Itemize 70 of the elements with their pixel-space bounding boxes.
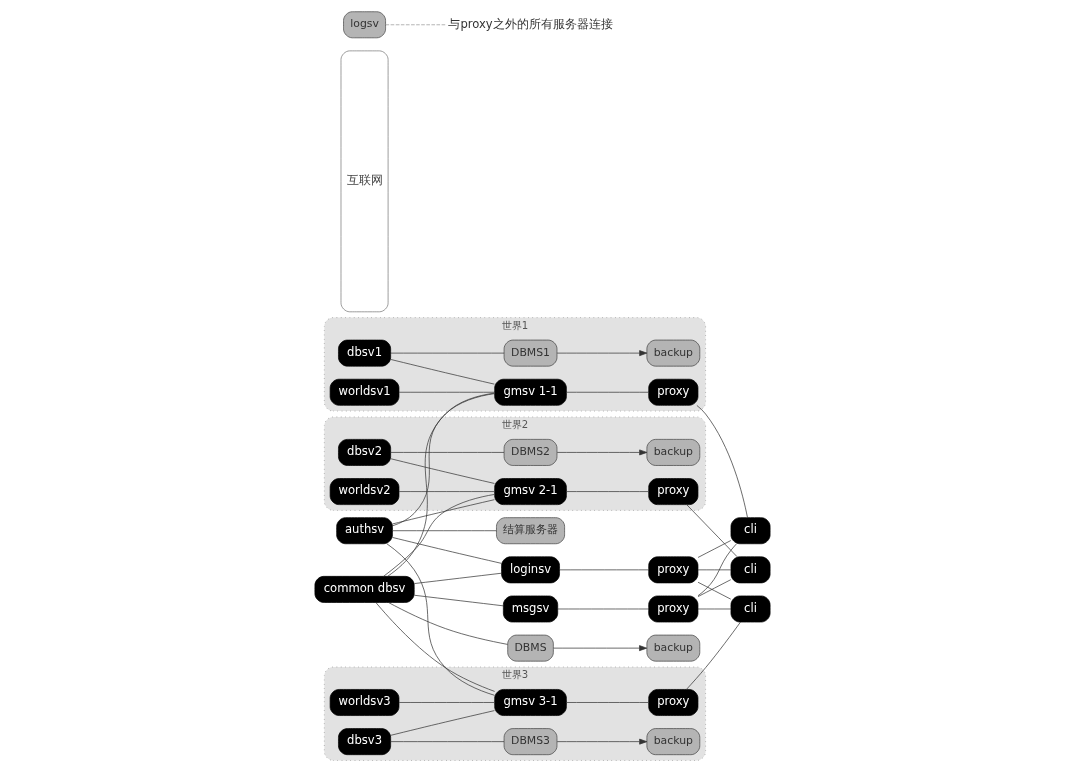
connector: [557, 608, 649, 610]
node-box: loginsv: [501, 556, 560, 584]
node-box: authsv: [336, 517, 393, 545]
node-box: 互联网: [340, 50, 389, 313]
connector: [398, 491, 495, 492]
connector: [386, 543, 495, 696]
node-box: dbsv2: [338, 439, 391, 466]
node-box: DBMS3: [503, 728, 558, 756]
connector: [414, 594, 504, 607]
node-box: dbsv1: [338, 339, 391, 367]
connector: [697, 543, 737, 597]
connector: [414, 572, 502, 584]
node-box: gmsv 3-1: [494, 689, 567, 716]
connector: [398, 391, 495, 393]
connector: [686, 504, 738, 558]
connector: [392, 499, 495, 525]
connector: [566, 391, 649, 393]
node-box: worldsv1: [329, 378, 400, 406]
arrow: [556, 350, 648, 357]
node-box: DBMS2: [503, 439, 558, 466]
node-box: cli: [730, 556, 771, 584]
arrow: [556, 449, 648, 456]
connector: [559, 569, 649, 571]
node-box: msgsv: [503, 595, 559, 623]
connector: [392, 530, 497, 532]
connector: [697, 569, 732, 571]
node-box: worldsv3: [329, 689, 400, 716]
node-box: backup: [646, 634, 701, 662]
connector: [392, 537, 502, 564]
connector: [697, 608, 732, 610]
arrow: [556, 738, 648, 745]
connector: [390, 458, 495, 484]
connector: [390, 452, 505, 453]
node-box: proxy: [648, 595, 699, 623]
node-box: 结算服务器: [496, 517, 565, 545]
arrow: [553, 645, 648, 652]
connector: [566, 491, 649, 492]
node-box: common dbsv: [314, 576, 415, 603]
connector: [387, 392, 495, 577]
connector: [390, 352, 505, 354]
connector: [388, 602, 508, 645]
node-box: backup: [646, 439, 701, 466]
connector: [696, 405, 748, 518]
connector: [697, 540, 732, 558]
connector: [390, 741, 505, 742]
node-box: logsv: [343, 11, 386, 39]
node-box: worldsv2: [329, 478, 400, 505]
node-box: gmsv 2-1: [494, 478, 567, 505]
node-box: cli: [730, 517, 771, 545]
node-box: proxy: [648, 556, 699, 584]
connector: [390, 710, 495, 736]
node-box: proxy: [648, 378, 699, 406]
node-box: backup: [646, 728, 701, 756]
connector: [392, 393, 495, 527]
node-box: proxy: [648, 689, 699, 716]
connector: [375, 602, 495, 692]
node-box: dbsv3: [338, 728, 391, 756]
node-box: proxy: [648, 478, 699, 505]
node-text: 与proxy之外的所有服务器连接: [448, 16, 613, 31]
connector: [566, 702, 649, 703]
connector: [390, 359, 495, 385]
node-box: backup: [646, 339, 701, 367]
connector: [686, 621, 741, 690]
node-box: gmsv 1-1: [494, 378, 567, 406]
connector: [385, 24, 446, 26]
node-box: DBMS1: [503, 339, 558, 367]
connector: [383, 494, 495, 577]
node-box: DBMS: [507, 634, 554, 662]
node-box: cli: [730, 595, 771, 623]
connector: [398, 702, 495, 703]
